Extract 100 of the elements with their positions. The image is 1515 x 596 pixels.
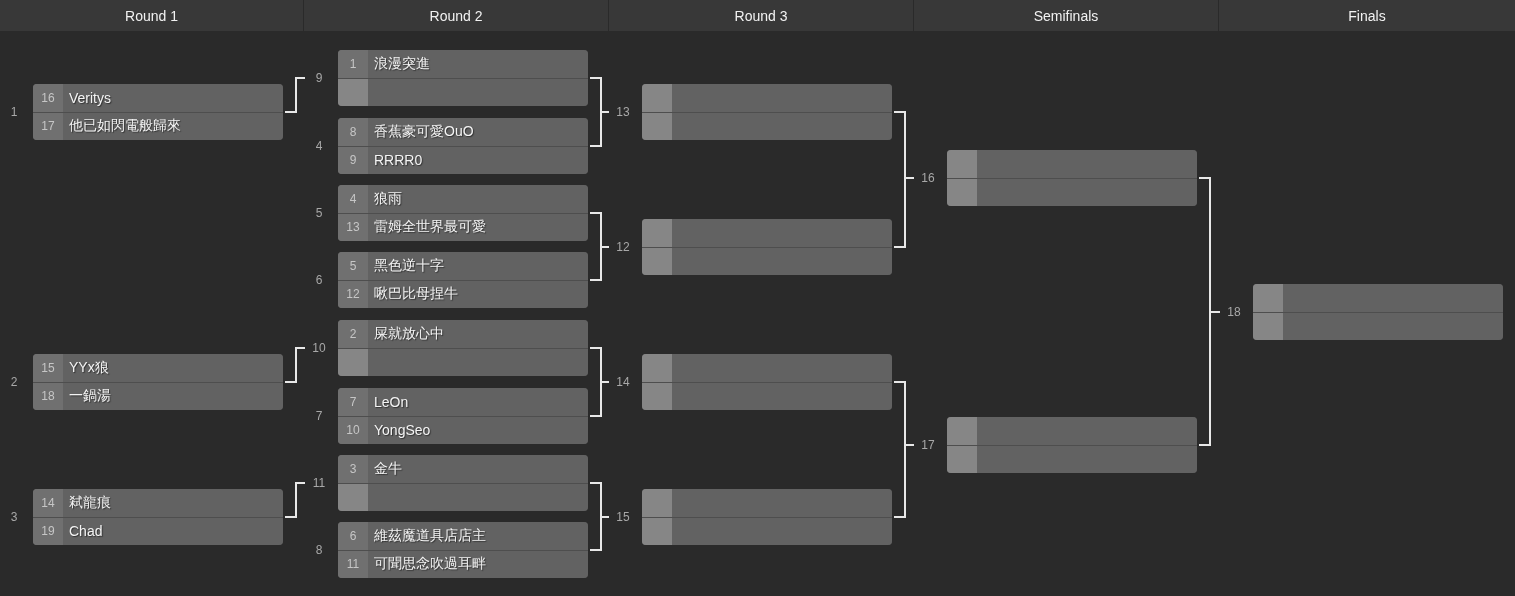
seed-cell: 4 xyxy=(338,185,368,213)
bracket-line xyxy=(589,516,610,551)
player-slot xyxy=(33,84,283,112)
match-card xyxy=(338,320,588,376)
match-card xyxy=(1253,284,1503,340)
bracket-line xyxy=(893,177,915,248)
player-slot xyxy=(338,78,588,106)
bracket-line xyxy=(589,246,610,281)
player-name: 弒龍痕 xyxy=(68,493,111,512)
match-number: 17 xyxy=(921,438,935,452)
player-slot xyxy=(642,247,892,275)
match-number: 3 xyxy=(10,510,18,524)
player-slot xyxy=(338,118,588,146)
match-number: 7 xyxy=(315,409,323,423)
match-number: 2 xyxy=(10,375,18,389)
match-number: 8 xyxy=(315,543,323,557)
match-number: 13 xyxy=(616,105,630,119)
match-card xyxy=(33,489,283,545)
match-card xyxy=(642,219,892,275)
seed-cell: 12 xyxy=(338,280,368,308)
player-slot xyxy=(947,178,1197,206)
player-name: 浪漫突進 xyxy=(373,54,430,73)
seed-cell: 11 xyxy=(338,550,368,578)
match-card xyxy=(947,417,1197,473)
bracket-line xyxy=(284,347,306,383)
player-slot xyxy=(338,213,588,241)
seed-cell: 1 xyxy=(338,50,368,78)
match-card xyxy=(947,150,1197,206)
column-header: Round 3 xyxy=(609,0,913,31)
player-name: YongSeo xyxy=(373,422,431,439)
bracket-line xyxy=(893,444,915,518)
match-number: 15 xyxy=(616,510,630,524)
player-slot xyxy=(338,416,588,444)
player-name: LeOn xyxy=(373,393,409,410)
column-header: Round 1 xyxy=(0,0,303,31)
player-name: 雷姆全世界最可愛 xyxy=(373,218,486,237)
seed-cell: 2 xyxy=(338,320,368,348)
match-card xyxy=(338,388,588,444)
player-name: 黑色逆十字 xyxy=(373,256,444,275)
player-slot xyxy=(338,280,588,308)
player-name: 他已如閃電般歸來 xyxy=(68,117,181,136)
seed-cell: 5 xyxy=(338,252,368,280)
player-slot xyxy=(642,489,892,517)
match-number: 18 xyxy=(1227,305,1241,319)
seed-cell: 7 xyxy=(338,388,368,416)
bracket-line xyxy=(589,111,610,147)
match-number: 14 xyxy=(616,375,630,389)
player-name: 一鍋湯 xyxy=(68,387,111,406)
player-name: Veritys xyxy=(68,89,111,106)
match-number: 16 xyxy=(921,171,935,185)
seed-cell: 9 xyxy=(338,146,368,174)
player-slot xyxy=(642,517,892,545)
player-slot xyxy=(338,348,588,376)
player-slot xyxy=(33,489,283,517)
player-slot xyxy=(338,455,588,483)
match-card xyxy=(33,84,283,140)
player-slot xyxy=(33,382,283,410)
player-name: Chad xyxy=(68,523,103,540)
match-number: 4 xyxy=(315,139,323,153)
seed-cell: 17 xyxy=(33,112,63,140)
match-card xyxy=(338,455,588,511)
seed-cell: 15 xyxy=(33,354,63,382)
match-card xyxy=(338,50,588,106)
player-name: 啾巴比母捏牛 xyxy=(373,285,458,304)
player-slot xyxy=(947,445,1197,473)
seed-cell: 14 xyxy=(33,489,63,517)
player-name: 可聞思念吹過耳畔 xyxy=(373,555,486,574)
seed-cell: 16 xyxy=(33,84,63,112)
match-number: 11 xyxy=(312,476,326,490)
player-name: 維茲魔道具店店主 xyxy=(373,526,486,545)
match-card xyxy=(338,118,588,174)
player-name: 金牛 xyxy=(373,459,402,478)
match-card xyxy=(338,522,588,578)
player-name: 屎就放心中 xyxy=(373,324,444,343)
player-slot xyxy=(338,388,588,416)
match-card xyxy=(338,185,588,241)
player-slot xyxy=(642,112,892,140)
player-slot xyxy=(338,522,588,550)
match-card xyxy=(33,354,283,410)
seed-cell: 3 xyxy=(338,455,368,483)
player-slot xyxy=(642,382,892,410)
player-slot xyxy=(338,185,588,213)
bracket-line xyxy=(284,77,306,113)
match-number: 5 xyxy=(315,206,323,220)
match-card xyxy=(338,252,588,308)
column-header: Round 2 xyxy=(304,0,608,31)
player-slot xyxy=(338,483,588,511)
player-slot xyxy=(642,354,892,382)
player-slot xyxy=(338,146,588,174)
player-name: YYx狼 xyxy=(68,358,109,377)
seed-cell: 10 xyxy=(338,416,368,444)
player-slot xyxy=(338,550,588,578)
player-slot xyxy=(33,112,283,140)
match-card xyxy=(642,84,892,140)
player-slot xyxy=(642,219,892,247)
bracket-line xyxy=(1198,311,1221,446)
player-slot xyxy=(338,320,588,348)
seed-cell: 19 xyxy=(33,517,63,545)
player-slot xyxy=(338,50,588,78)
player-slot xyxy=(338,252,588,280)
